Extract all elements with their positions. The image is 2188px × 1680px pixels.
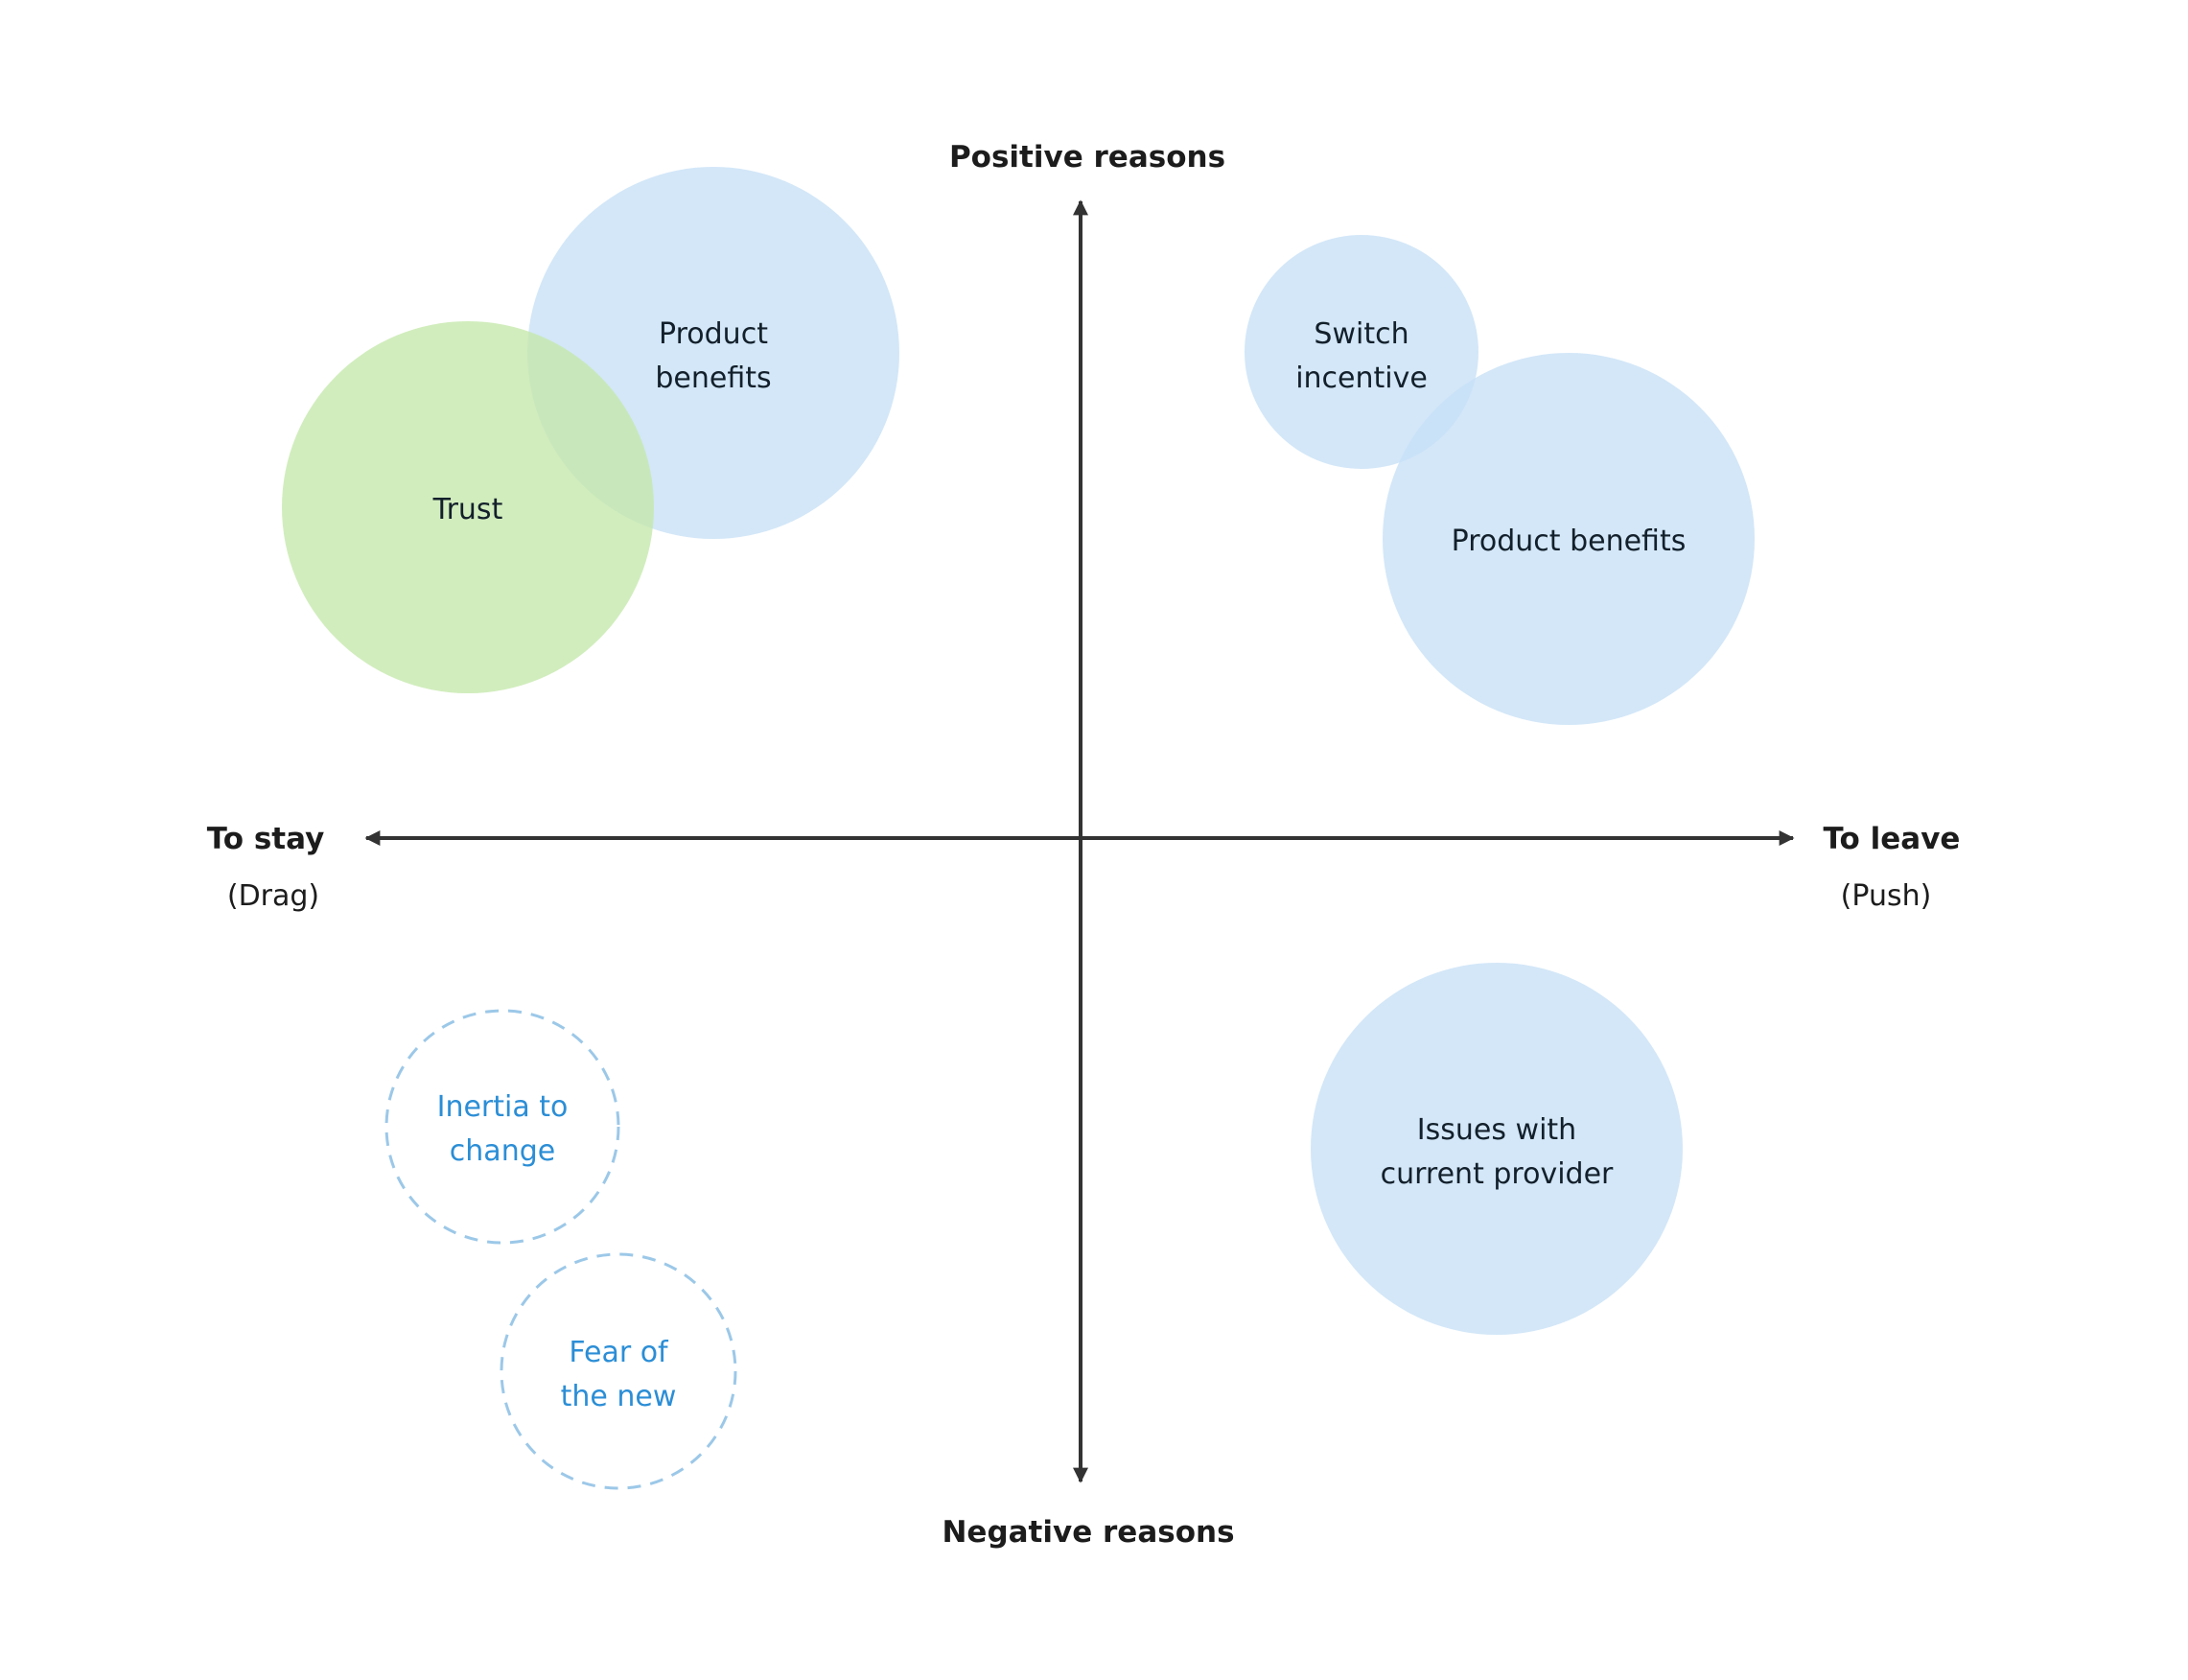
bubble-label: the new: [561, 1380, 677, 1413]
bubble-inertia-to-change: [384, 1009, 620, 1245]
axis-sublabel-left: (Drag): [227, 879, 319, 913]
bubble-label: Fear of: [569, 1336, 669, 1369]
axis-label-bottom: Negative reasons: [942, 1515, 1234, 1550]
bubble-fear-of-the-new: [500, 1252, 737, 1490]
bubble-label: Issues with: [1417, 1113, 1576, 1147]
axis-label-right: To leave: [1824, 822, 1961, 856]
bubble-trust: [282, 321, 654, 693]
bubble-circle: [1311, 963, 1683, 1335]
bubble-circle-dashed: [384, 1009, 620, 1245]
bubble-label: Trust: [432, 493, 503, 526]
bubble-label: current provider: [1381, 1157, 1614, 1191]
bubble-circle: [1245, 235, 1478, 469]
bubble-circle-dashed: [500, 1252, 737, 1490]
bubble-circle: [1383, 353, 1755, 725]
bubble-label: change: [450, 1134, 555, 1168]
bubble-switch-incentive: [1245, 235, 1478, 469]
axis-label-top: Positive reasons: [949, 140, 1225, 175]
bubble-label: Product: [659, 317, 768, 351]
bubble-label: benefits: [655, 362, 771, 395]
bubble-product-benefits-leave: [1383, 353, 1755, 725]
axis-sublabel-right: (Push): [1841, 879, 1932, 913]
bubble-label: incentive: [1295, 362, 1428, 395]
bubble-circle: [282, 321, 654, 693]
bubble-issues-current-provider: [1311, 963, 1683, 1335]
axis-label-left: To stay: [207, 822, 325, 856]
bubble-label: Product benefits: [1452, 525, 1687, 558]
bubble-label: Inertia to: [437, 1090, 569, 1124]
bubble-label: Switch: [1314, 317, 1408, 351]
